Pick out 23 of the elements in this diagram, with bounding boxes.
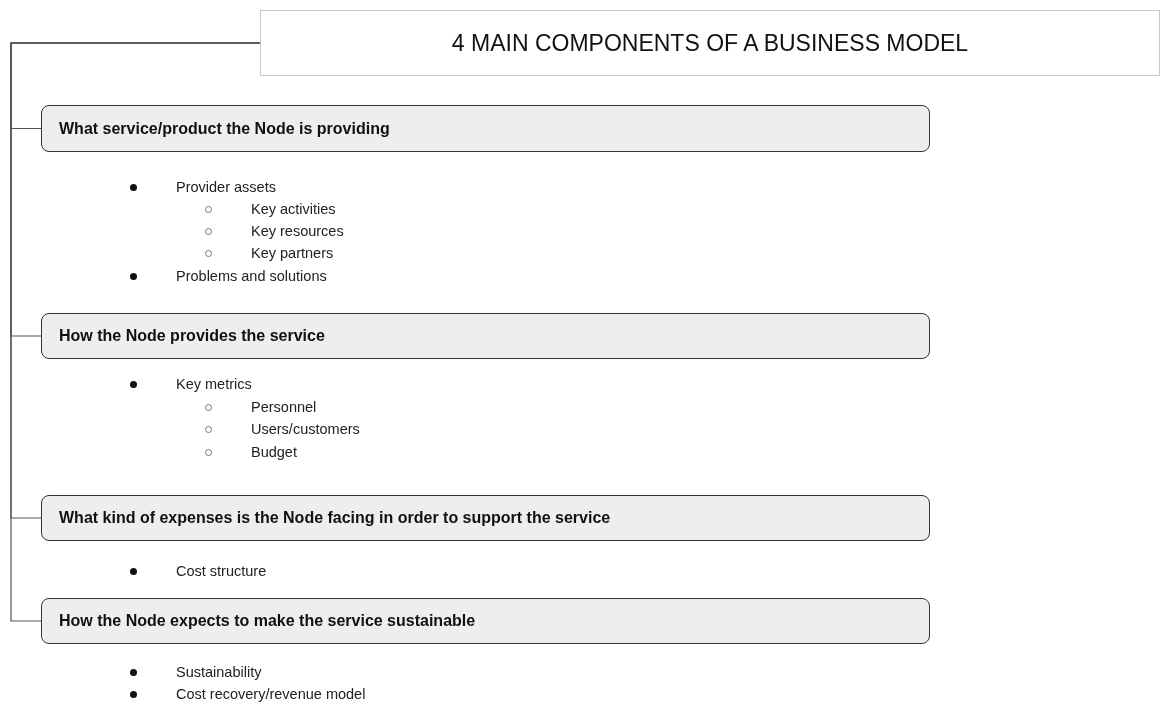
list-item: Budget <box>251 443 297 461</box>
category-heading: What service/product the Node is providing <box>59 119 390 138</box>
category-box <box>41 495 930 541</box>
list-item: Key resources <box>251 222 344 240</box>
category-heading: How the Node provides the service <box>59 327 325 345</box>
connector-line <box>10 42 261 622</box>
list-item: Provider assets <box>176 178 276 196</box>
category-box <box>41 313 930 359</box>
list-item: Problems and solutions <box>176 267 327 285</box>
list-item: Cost recovery/revenue model <box>176 685 366 703</box>
list-item: Key partners <box>251 244 334 262</box>
category-heading: What kind of expenses is the Node facing in order to support the service <box>59 509 611 527</box>
list-item: Key activities <box>251 200 336 218</box>
title-box <box>260 10 1160 76</box>
list-item: Cost structure <box>176 562 267 580</box>
category-box <box>41 598 930 644</box>
node-label: 4 MAIN COMPONENTS OF A BUSINESS MODEL <box>451 29 969 57</box>
list-item: Personnel <box>251 398 317 416</box>
list-item: Key metrics <box>176 375 252 393</box>
category-heading: How the Node expects to make the service sustainable <box>59 612 476 630</box>
list-item: Sustainability <box>176 663 262 681</box>
list-item: Users/customers <box>251 420 360 438</box>
category-box <box>41 105 930 152</box>
